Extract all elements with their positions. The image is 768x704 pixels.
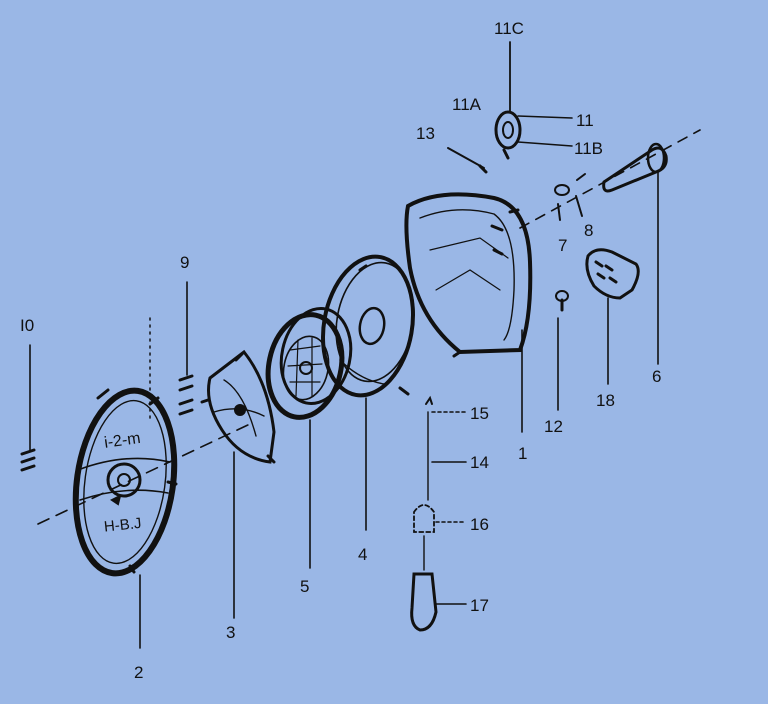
part-2-cover [72, 387, 178, 649]
part-14-17-rope-grip [410, 395, 467, 632]
cover-marking-top: i-2-m [103, 430, 141, 452]
label-part-11b: 11B [574, 139, 603, 158]
label-part-6: 6 [652, 367, 662, 386]
cover-marking-bottom: H-B.J [103, 515, 142, 536]
part-6-handle [602, 142, 668, 365]
label-part-15: 15 [470, 404, 489, 423]
label-part-14: 14 [470, 453, 489, 472]
part-18-plate [585, 248, 640, 385]
part-7-8-fittings [554, 173, 586, 221]
part-4-ring-housing [320, 254, 416, 531]
label-part-7: 7 [558, 236, 568, 255]
label-part-1: 1 [518, 444, 528, 463]
label-part-9: 9 [180, 253, 190, 272]
label-part-5: 5 [300, 577, 310, 596]
label-part-3: 3 [226, 623, 236, 642]
label-part-12: 12 [544, 417, 563, 436]
label-part-18: 18 [596, 391, 615, 410]
label-part-13: 13 [416, 124, 435, 143]
label-part-11c: 11C [494, 19, 524, 38]
label-part-11: 11 [576, 111, 594, 130]
label-part-10: I0 [20, 316, 35, 335]
part-13-pin [447, 147, 488, 174]
part-5-pulley [265, 307, 353, 569]
part-3-spring-plate [200, 349, 276, 619]
part-10-pins [20, 344, 36, 472]
center-axis-line [37, 129, 701, 525]
label-part-11a: 11A [452, 95, 481, 114]
label-part-4: 4 [358, 545, 368, 564]
part-12-bolt [555, 290, 569, 411]
label-part-17: 17 [470, 596, 489, 615]
part-1-main-housing [404, 192, 533, 433]
part-9-screws [178, 281, 194, 416]
label-part-8: 8 [584, 221, 594, 240]
part-11-bearing-group [494, 41, 573, 160]
label-part-16: 16 [470, 515, 489, 534]
label-part-2: 2 [134, 663, 144, 682]
